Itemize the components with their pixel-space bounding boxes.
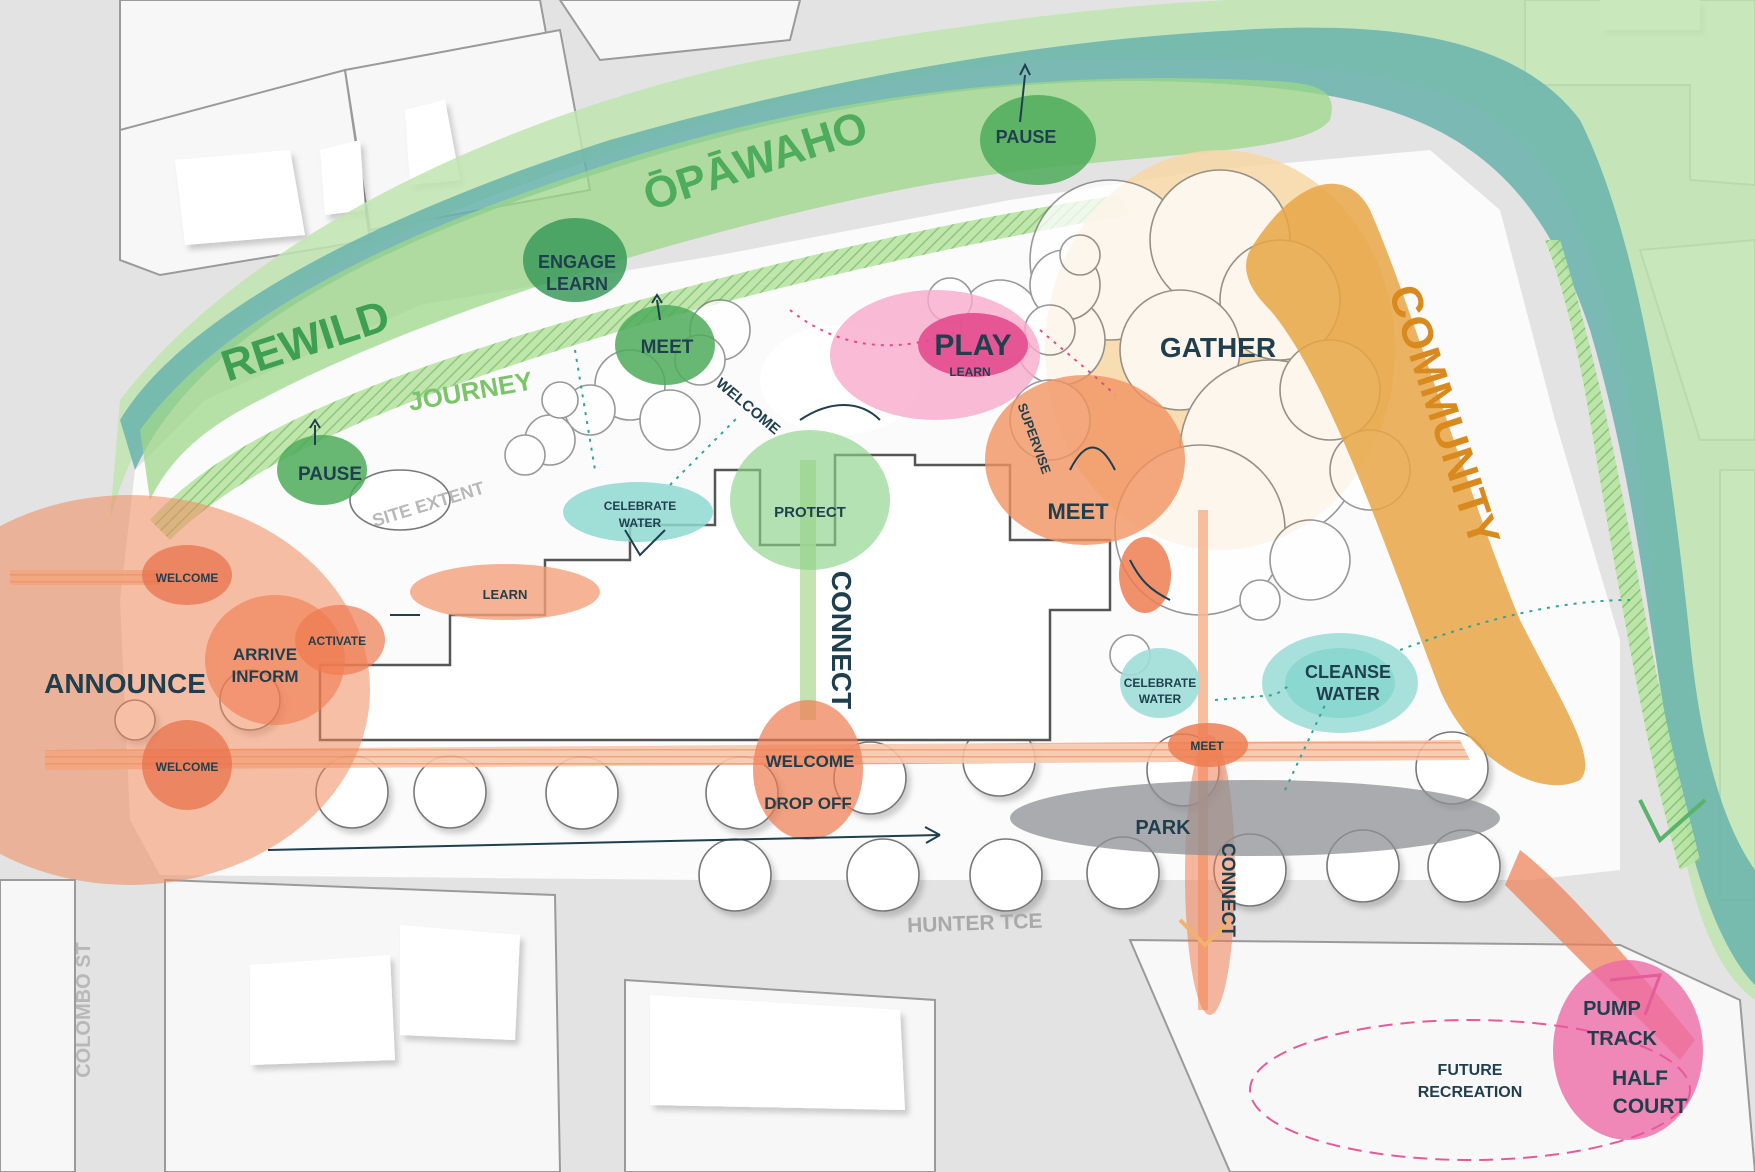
arrive-label: ARRIVE bbox=[233, 645, 297, 664]
future-label: FUTURE bbox=[1438, 1062, 1503, 1079]
cleanse-water-core bbox=[1285, 648, 1395, 718]
site-extent-trees bbox=[349, 469, 451, 531]
announce-label: ANNOUNCE bbox=[44, 668, 206, 699]
welcome-zone-center bbox=[753, 700, 863, 840]
engage-zone bbox=[523, 218, 627, 302]
pump-label: PUMP bbox=[1583, 998, 1641, 1020]
play-core bbox=[918, 313, 1028, 377]
announce-zone bbox=[0, 495, 370, 885]
welcome-zone-bottom-left bbox=[142, 720, 232, 810]
learn-orange-label: LEARN bbox=[483, 587, 528, 602]
journey-path bbox=[150, 195, 1130, 540]
hunter-tce-label: HUNTER TCE bbox=[907, 910, 1043, 938]
park-label: PARK bbox=[1135, 817, 1191, 839]
learn-zone-orange bbox=[410, 564, 600, 620]
future-recreation-outline bbox=[1249, 1019, 1691, 1161]
engage-learn-label: LEARN bbox=[546, 274, 608, 294]
pause-zone-left bbox=[277, 435, 367, 505]
meet-small-label: MEET bbox=[1190, 739, 1224, 753]
protect-zone bbox=[730, 430, 890, 570]
recreation-label: RECREATION bbox=[1418, 1084, 1523, 1101]
movement-arrows bbox=[267, 62, 1171, 851]
park-zone bbox=[1010, 780, 1500, 856]
celebrate-water-left-zone bbox=[563, 482, 713, 542]
colombo-st-label: COLOMBO ST bbox=[73, 942, 95, 1078]
river-chevron-icon bbox=[1638, 798, 1707, 844]
rewild-band bbox=[140, 78, 1332, 500]
cleanse-label: CLEANSE bbox=[1305, 662, 1391, 682]
meet-orange-label: MEET bbox=[1047, 499, 1109, 524]
connect-right-label: CONNECT bbox=[1217, 843, 1238, 937]
activate-label: ACTIVATE bbox=[308, 634, 366, 648]
play-learn-label: LEARN bbox=[949, 365, 990, 379]
celebrate-water-right-label-1: CELEBRATE bbox=[1124, 676, 1196, 690]
down-chevron-icon bbox=[1178, 918, 1232, 948]
play-label: PLAY bbox=[934, 329, 1011, 362]
drop-off-label: DROP OFF bbox=[764, 794, 852, 813]
celebrate-water-right-zone bbox=[1120, 648, 1200, 718]
inform-label: INFORM bbox=[231, 667, 298, 686]
community-zone bbox=[1246, 183, 1586, 786]
connect-center-label: CONNECT bbox=[826, 571, 857, 709]
pause-top-label: PAUSE bbox=[996, 127, 1057, 147]
dotted-connections bbox=[574, 349, 1631, 791]
pump-track-arrow-icon bbox=[1609, 973, 1663, 1016]
meet-zone-green bbox=[615, 305, 715, 385]
river-edge-path bbox=[1545, 240, 1700, 870]
celebrate-water-left-label-2: WATER bbox=[619, 516, 662, 530]
court-label: COURT bbox=[1613, 1095, 1688, 1118]
welcome-bottom-left-label: WELCOME bbox=[156, 760, 219, 774]
welcome-zone-top-left bbox=[142, 545, 232, 605]
cleanse-water-label: WATER bbox=[1316, 684, 1380, 704]
welcome-center-label: WELCOME bbox=[766, 752, 855, 771]
riparian-zone bbox=[110, 0, 1755, 1172]
meet-zone-orange bbox=[985, 375, 1185, 545]
gather-label: GATHER bbox=[1160, 332, 1276, 363]
celebrate-water-left-label-1: CELEBRATE bbox=[604, 499, 676, 513]
meet-zone-small-orange bbox=[1119, 537, 1171, 613]
engage-label: ENGAGE bbox=[538, 252, 616, 272]
protect-label: PROTECT bbox=[774, 504, 846, 521]
half-label: HALF bbox=[1612, 1067, 1668, 1090]
celebrate-water-right-label-2: WATER bbox=[1139, 692, 1182, 706]
pause-left-label: PAUSE bbox=[298, 464, 362, 485]
pink-dotted-connections bbox=[789, 309, 1116, 396]
meet-green-label: MEET bbox=[641, 337, 694, 358]
pause-zone-top bbox=[980, 95, 1096, 185]
activate-zone bbox=[295, 605, 385, 675]
pump-track-zone bbox=[1553, 960, 1703, 1140]
welcome-top-left-label: WELCOME bbox=[156, 571, 219, 585]
track-label: TRACK bbox=[1587, 1028, 1658, 1050]
